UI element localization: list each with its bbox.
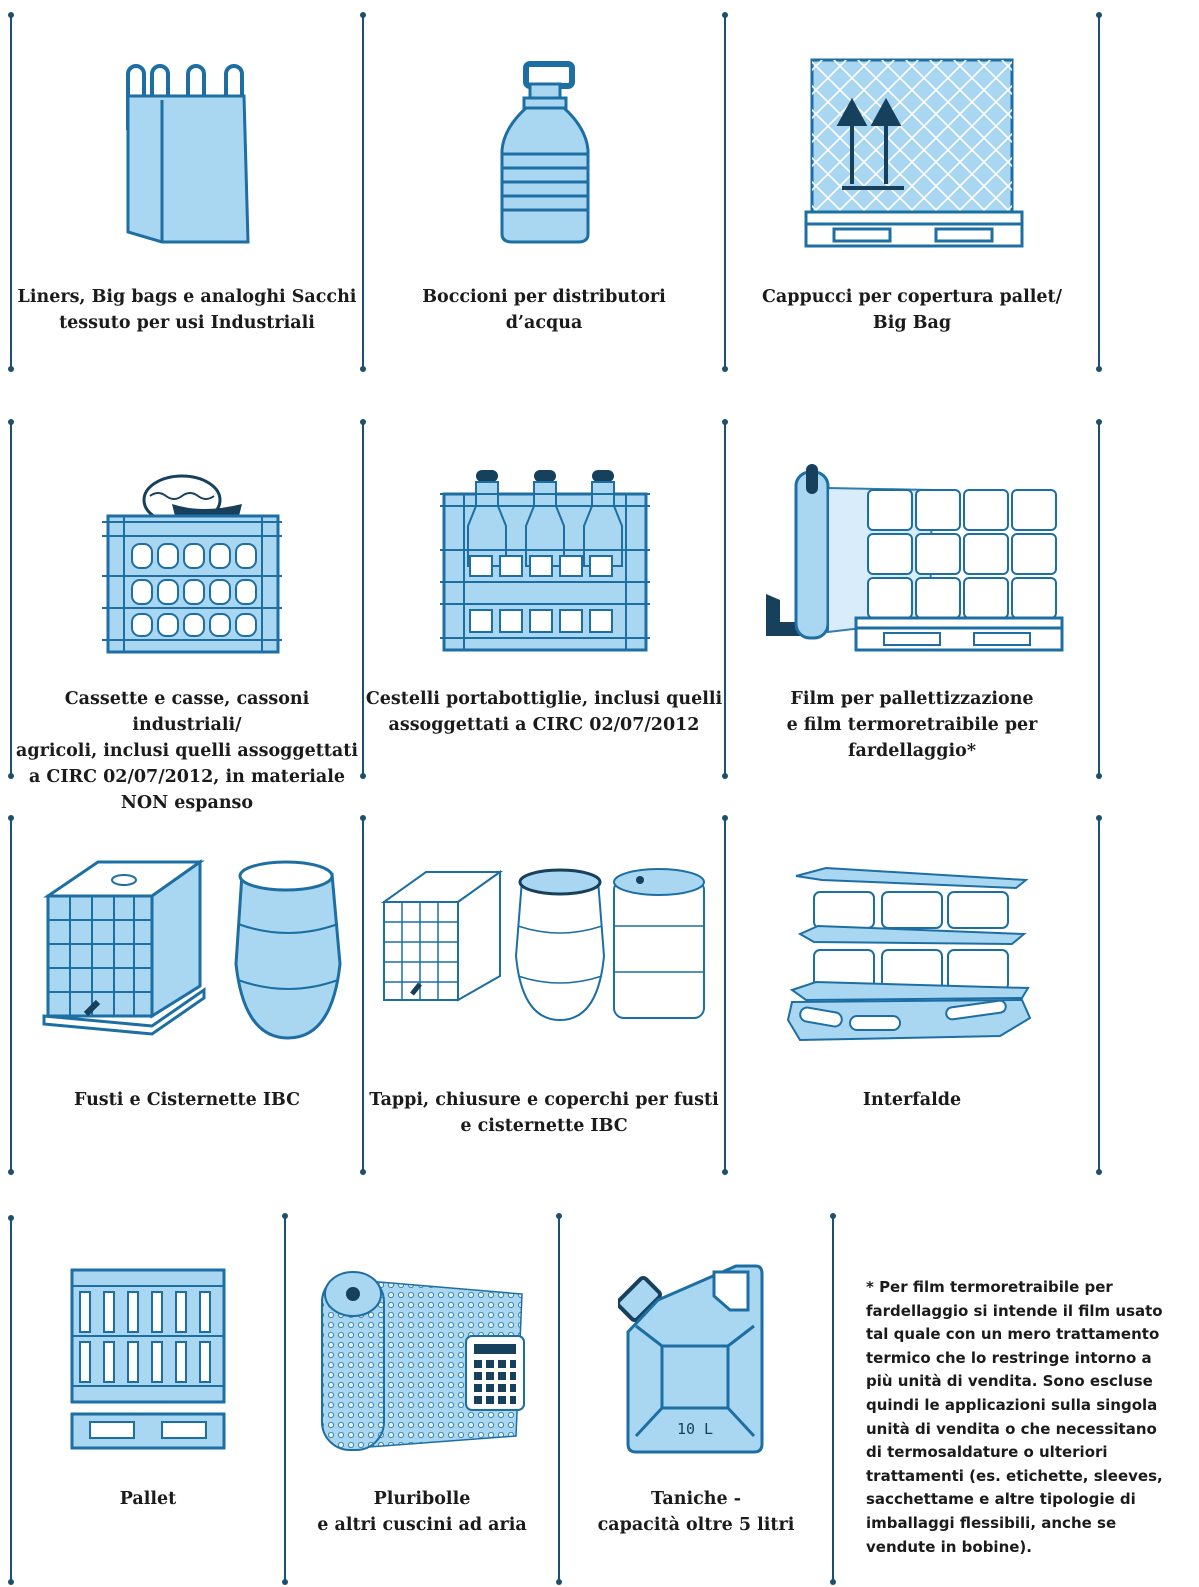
divider — [360, 12, 366, 372]
item-caption: Interfalde — [862, 1090, 962, 1110]
divider — [360, 815, 366, 1175]
item-drums-ibc: Fusti e Cisternette IBC — [12, 800, 362, 1200]
item-stretch-film: Film per pallettizzazione e film termore… — [726, 400, 1098, 800]
item-crates: Cassette e casse, cassoni industriali/ a… — [12, 400, 362, 813]
item-bubble-wrap: Pluribolle e altri cuscini ad aria — [286, 1200, 558, 1587]
divider — [8, 419, 14, 779]
item-caption: Film per pallettizzazione e film termore… — [786, 689, 1038, 761]
divider — [1096, 12, 1102, 372]
item-water-jugs: Boccioni per distributori d’acqua — [364, 0, 724, 380]
item-caption: Taniche - capacità oltre 5 litri — [597, 1489, 795, 1535]
divider — [360, 419, 366, 779]
item-pallet: Pallet — [12, 1200, 284, 1587]
item-bottle-crates: Cestelli portabottiglie, inclusi quelli … — [364, 400, 724, 800]
item-jerrycan: 10 L Taniche - capacità oltre 5 litri — [560, 1200, 832, 1587]
divider — [1096, 815, 1102, 1175]
jerrycan-capacity-label: 10 L — [677, 1420, 713, 1438]
item-big-bags: Liners, Big bags e analoghi Sacchi tessu… — [12, 0, 362, 380]
divider — [282, 1213, 288, 1585]
footnote-text: * Per film termoretraibile per fardellag… — [866, 1278, 1163, 1556]
item-caption: Cestelli portabottiglie, inclusi quelli … — [365, 689, 723, 735]
caps-drums-icon — [380, 868, 705, 1022]
item-caption: Pallet — [119, 1489, 177, 1509]
bottle-crate-icon — [440, 470, 650, 652]
stretch-film-icon — [766, 464, 1064, 652]
divider — [556, 1213, 562, 1585]
divider — [8, 1215, 14, 1585]
item-caps-closures: Tappi, chiusure e coperchi per fusti e c… — [364, 800, 724, 1200]
crate-icon — [102, 474, 282, 654]
divider — [722, 419, 728, 779]
item-interfalde: Interfalde — [726, 800, 1098, 1200]
item-caption: Cassette e casse, cassoni industriali/ a… — [16, 689, 358, 813]
pallet-cover-icon — [804, 58, 1024, 248]
pallet-icon — [70, 1268, 226, 1450]
water-jug-icon — [500, 61, 590, 244]
divider — [8, 12, 14, 372]
ibc-drum-icon — [42, 859, 342, 1040]
divider — [830, 1213, 836, 1585]
item-caption: Liners, Big bags e analoghi Sacchi tessu… — [17, 287, 357, 333]
item-caption: Pluribolle e altri cuscini ad aria — [317, 1489, 527, 1535]
bubble-wrap-icon — [321, 1271, 525, 1451]
item-caption: Cappucci per copertura pallet/ Big Bag — [761, 287, 1063, 333]
item-caption: Fusti e Cisternette IBC — [73, 1090, 301, 1110]
jerrycan-icon: 10 L — [618, 1264, 764, 1454]
divider — [1096, 419, 1102, 779]
big-bag-icon — [126, 64, 250, 244]
layer-pads-icon — [786, 866, 1032, 1042]
item-caption: Tappi, chiusure e coperchi per fusti e c… — [369, 1090, 719, 1136]
item-pallet-covers: Cappucci per copertura pallet/ Big Bag — [726, 0, 1098, 380]
divider — [722, 815, 728, 1175]
divider — [722, 12, 728, 372]
item-caption: Boccioni per distributori d’acqua — [422, 287, 666, 333]
divider — [8, 815, 14, 1175]
